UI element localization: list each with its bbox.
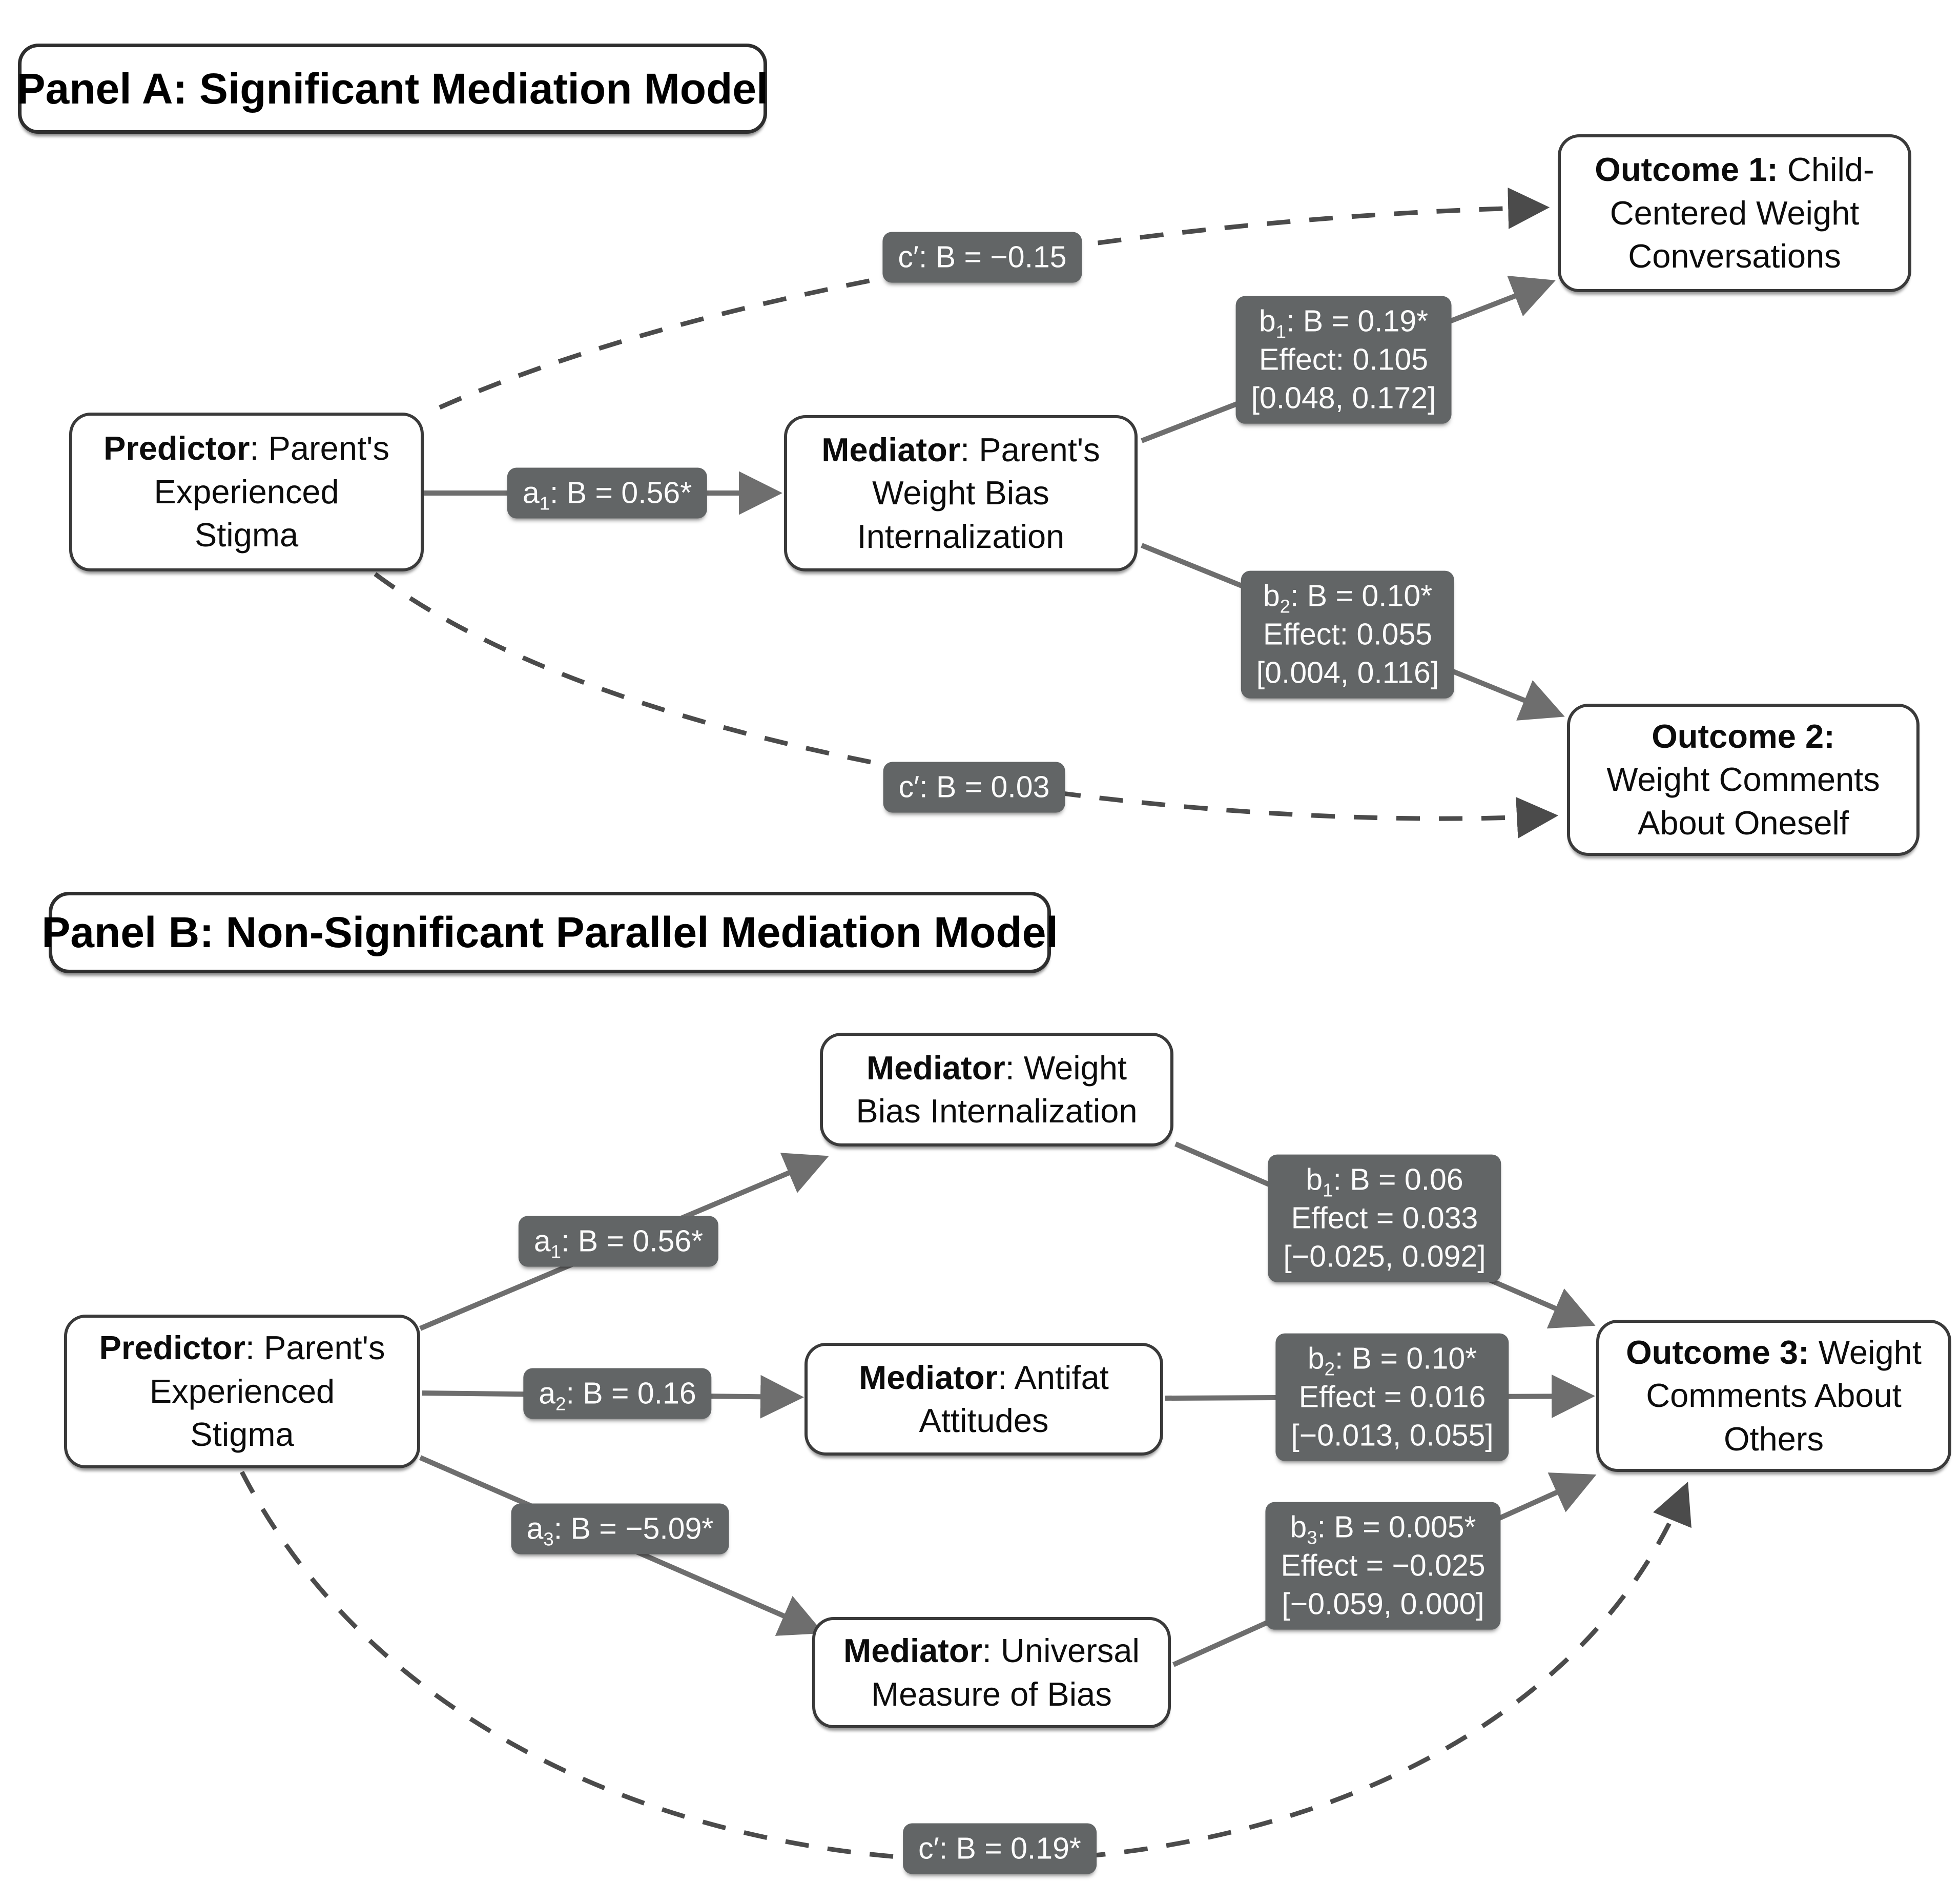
panel-b-predictor-box: Predictor: Parent's Experienced Stigma [64,1315,420,1468]
panel-b-mediator1-box: Mediator: Weight Bias Internalization [820,1033,1173,1147]
node-line: Predictor: Parent's [104,429,389,467]
panel-a-title: Panel A: Significant Mediation Model [16,44,769,134]
panel-b-a3-label: a3: B = −5.09* [511,1503,729,1554]
node-line: Mediator: Parent's [821,431,1100,468]
node-line: Mediator: Weight [866,1049,1127,1087]
node-line: About Oneself [1638,804,1849,842]
node-line: Centered Weight [1610,194,1860,232]
node-line: Measure of Bias [871,1675,1112,1713]
panel-b-b1-label: b1: B = 0.06 Effect = 0.033 [−0.025, 0.0… [1268,1154,1501,1282]
panel-b-outcome3-box: Outcome 3: Weight Comments About Others [1596,1320,1951,1472]
node-line: Mediator: Universal [843,1632,1140,1669]
panel-a-b2-label: b2: B = 0.10* Effect: 0.055 [0.004, 0.11… [1241,570,1455,699]
panel-a-a1-label: a1: B = 0.56* [507,467,708,519]
panel-b-a1-label: a1: B = 0.56* [518,1216,719,1267]
panel-a-predictor-box: Predictor: Parent's Experienced Stigma [69,413,424,571]
panel-b-a2-label: a2: B = 0.16 [523,1368,712,1419]
node-line: Outcome 2: [1652,717,1835,755]
panel-a-b1-label: b1: B = 0.19* Effect: 0.105 [0.048, 0.17… [1235,296,1452,424]
arrow-b-direct-to-outcome3 [240,1470,1691,1863]
node-line: Attitudes [919,1402,1049,1439]
panel-a-c1-label: c′: B = −0.15 [882,232,1082,283]
panel-b-mediator2-box: Mediator: Antifat Attitudes [804,1343,1163,1456]
panel-b-title-text: Panel B: Non-Significant Parallel Mediat… [42,908,1058,956]
panel-a-title-text: Panel A: Significant Mediation Model [16,64,769,113]
panel-b-b2-label: b2: B = 0.10* Effect = 0.016 [−0.013, 0.… [1275,1333,1509,1461]
panel-b-c-label: c′: B = 0.19* [903,1823,1097,1874]
panel-a-mediator-box: Mediator: Parent's Weight Bias Internali… [784,415,1138,571]
node-line: Bias Internalization [856,1092,1138,1130]
panel-b-b3-label: b3: B = 0.005* Effect = −0.025 [−0.059, … [1265,1502,1501,1630]
node-line: Weight Bias [872,474,1049,512]
node-line: Weight Comments [1606,761,1880,799]
panel-a-outcome1-box: Outcome 1: Child- Centered Weight Conver… [1558,134,1911,292]
node-line: Mediator: Antifat [859,1358,1109,1396]
node-line: Experienced [149,1372,335,1410]
node-line: Comments About [1646,1377,1902,1415]
node-line: Stigma [190,1416,294,1454]
arrow-a-direct-to-outcome1 [439,187,1550,410]
node-line: Stigma [194,516,299,554]
node-line: Internalization [857,517,1065,555]
panel-b-title: Panel B: Non-Significant Parallel Mediat… [42,892,1058,973]
panel-a-c2-label: c′: B = 0.03 [883,762,1065,813]
node-line: Outcome 3: Weight [1626,1333,1922,1371]
panel-a-outcome2-box: Outcome 2: Weight Comments About Oneself [1567,704,1920,856]
node-line: Experienced [154,473,339,510]
node-line: Others [1723,1420,1824,1458]
panel-b-mediator3-box: Mediator: Universal Measure of Bias [812,1617,1171,1728]
node-line: Conversations [1628,237,1841,275]
node-line: Outcome 1: Child- [1595,151,1874,189]
node-line: Predictor: Parent's [99,1329,385,1367]
